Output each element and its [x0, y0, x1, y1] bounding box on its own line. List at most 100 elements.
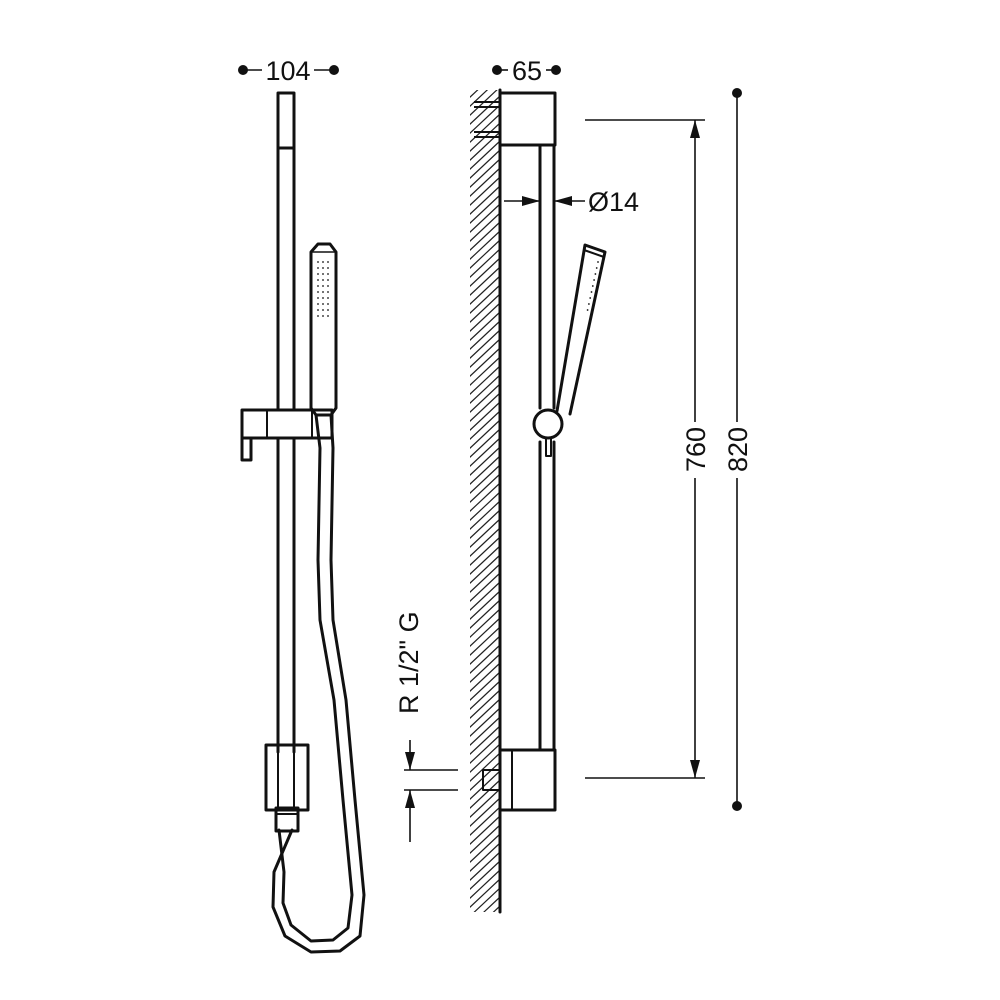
hatch-line — [470, 149, 500, 179]
bracket-spacing-label: 760 — [681, 427, 711, 472]
hatch-line — [470, 626, 500, 656]
nozzle-dot — [327, 279, 329, 281]
hatch-line — [470, 698, 500, 728]
hatch-line — [470, 473, 500, 503]
front-wall-outlet — [264, 743, 310, 833]
hatch-line — [473, 887, 500, 912]
hatch-line — [470, 284, 500, 314]
nozzle-dot — [317, 267, 319, 269]
hatch-line — [470, 644, 500, 674]
hatch-line — [470, 617, 500, 647]
nozzle-dot — [593, 279, 595, 281]
hatch-line — [470, 455, 500, 485]
hatch-line — [470, 185, 500, 215]
bracket-spacing-dimension: 760 — [585, 119, 711, 779]
nozzle-dot — [322, 261, 324, 263]
nozzle-dot — [317, 315, 319, 317]
nozzle-dot — [327, 303, 329, 305]
diameter-dimension: Ø14 — [504, 187, 639, 217]
spray-nozzles — [317, 261, 329, 317]
nozzle-dot — [317, 285, 319, 287]
hatch-line — [470, 329, 500, 359]
hatch-line — [470, 743, 500, 773]
nozzle-dot — [590, 291, 593, 293]
hatch-line — [470, 545, 500, 575]
depth-dimension-label: 65 — [512, 56, 542, 86]
nozzle-dot — [327, 273, 329, 275]
hatch-line — [470, 95, 500, 125]
nozzle-dot — [317, 303, 319, 305]
hatch-line — [470, 662, 500, 692]
hatch-line — [470, 104, 500, 134]
nozzle-dot — [317, 273, 319, 275]
nozzle-dot — [322, 273, 324, 275]
hatch-line — [470, 878, 500, 908]
nozzle-dot — [322, 267, 324, 269]
nozzle-dot — [317, 279, 319, 281]
hatch-line — [470, 266, 500, 296]
nozzle-dot — [327, 285, 329, 287]
hatch-line — [470, 374, 500, 404]
hatch-line — [470, 689, 500, 719]
hatch-line — [470, 608, 500, 638]
hatch-line — [470, 248, 500, 278]
hatch-line — [470, 752, 500, 782]
hatch-line — [470, 90, 479, 98]
hatch-line — [470, 401, 500, 431]
hatch-line — [470, 410, 500, 440]
hatch-line — [470, 293, 500, 323]
hatch-line — [470, 635, 500, 665]
hatch-line — [470, 734, 500, 764]
overall-height-label: 820 — [723, 427, 753, 472]
nozzle-dot — [597, 261, 599, 263]
hatch-line — [470, 671, 500, 701]
overall-height-dimension: 820 — [723, 88, 753, 811]
hatch-line — [468, 924, 500, 954]
hatch-line — [470, 860, 500, 890]
side-view: 65 Ø14 — [468, 56, 753, 963]
hatch-line — [470, 446, 500, 476]
hatch-line — [470, 311, 500, 341]
nozzle-dot — [327, 261, 329, 263]
hatch-line — [468, 915, 500, 945]
nozzle-dot — [317, 291, 319, 293]
nozzle-dot — [589, 297, 592, 299]
hatch-line — [470, 230, 500, 260]
nozzle-dot — [327, 309, 329, 311]
hatch-line — [468, 933, 500, 963]
hatch-line — [470, 419, 500, 449]
nozzle-dot — [322, 303, 324, 305]
hatch-line — [483, 896, 500, 912]
hatch-line — [470, 707, 500, 737]
nozzle-dot — [317, 297, 319, 299]
hatch-line — [470, 365, 500, 395]
hatch-line — [470, 518, 500, 548]
nozzle-dot — [327, 315, 329, 317]
hatch-line — [470, 779, 500, 809]
hatch-line — [470, 356, 500, 386]
hatch-line — [470, 581, 500, 611]
diameter-label: Ø14 — [588, 187, 639, 217]
nozzle-dot — [327, 297, 329, 299]
nozzle-dot — [327, 267, 329, 269]
hatch-line — [470, 590, 500, 620]
hatch-line — [470, 572, 500, 602]
hatch-line — [470, 212, 500, 242]
hatch-line — [470, 257, 500, 287]
hatch-line — [470, 437, 500, 467]
nozzle-dot — [327, 291, 329, 293]
nozzle-dot — [586, 309, 589, 311]
top-bracket — [474, 91, 557, 147]
hatch-line — [470, 824, 500, 854]
nozzle-dot — [322, 285, 324, 287]
hatch-line — [470, 302, 500, 332]
side-rail — [538, 143, 556, 752]
hatch-line — [468, 60, 500, 90]
nozzle-dot — [595, 267, 598, 269]
nozzle-dot — [317, 309, 319, 311]
nozzle-dot — [322, 291, 324, 293]
nozzle-dot — [594, 273, 597, 275]
hatch-line — [470, 90, 489, 107]
nozzle-dot — [322, 297, 324, 299]
hatch-line — [470, 428, 500, 458]
